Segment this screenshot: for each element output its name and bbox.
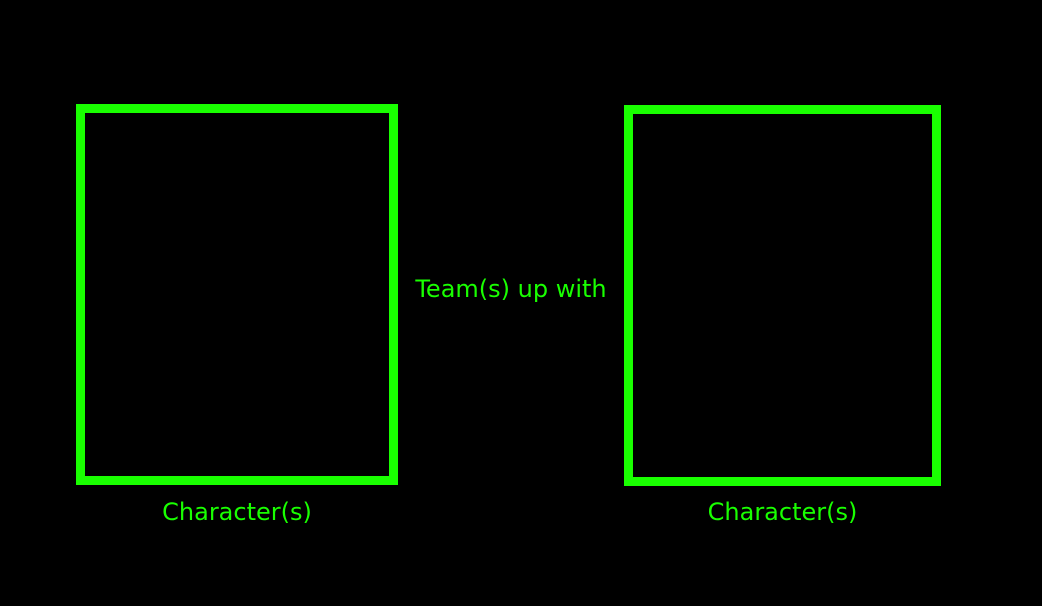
right-character-caption: Character(s) (707, 498, 858, 526)
right-character-frame (624, 105, 941, 486)
team-up-label: Team(s) up with (415, 275, 607, 303)
left-character-frame (76, 104, 398, 485)
left-character-caption: Character(s) (162, 498, 312, 526)
